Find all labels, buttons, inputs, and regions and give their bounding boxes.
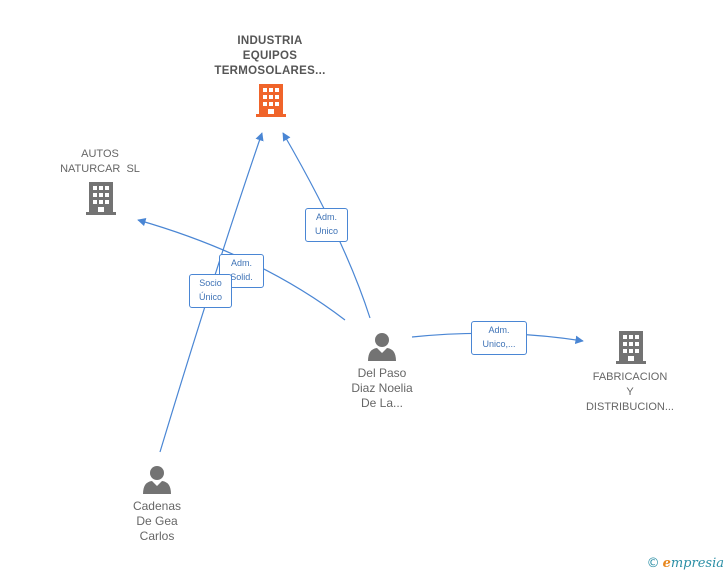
edge-label-adm-unico[interactable]: Adm. Unico [305,208,348,242]
building-icon[interactable] [616,331,646,364]
building-icon[interactable] [256,84,286,117]
label-line: NATURCAR SL [60,163,140,175]
brand-logo: ©empresia [647,556,724,571]
label-line: Diaz Noelia [351,381,413,395]
edge-label-adm-unico-fabricacion[interactable]: Adm. Unico,... [471,321,527,355]
label-line: De Gea [136,514,178,528]
label-line: AUTOS [81,148,119,160]
edge-label-line: Unico [314,226,338,236]
copyright-icon: © [646,556,660,571]
edge-label-line: Socio [199,278,222,288]
label-line: Y [626,386,634,398]
label-line: FABRICACION [592,371,668,383]
label-line: Cadenas [132,499,182,513]
main-company-label[interactable]: INDUSTRIA EQUIPOS TERMOSOLARES... [196,34,344,79]
cadenas-person-label[interactable]: Cadenas De Gea Carlos [107,499,207,544]
autos-company-label[interactable]: AUTOS NATURCAR SL [40,147,160,177]
edge-label-line: Solid. [230,272,253,282]
edge-label-line: Adm. [315,212,337,222]
building-icon[interactable] [86,182,116,215]
label-line: EQUIPOS [242,50,298,62]
person-icon[interactable] [143,466,171,494]
label-line: De La... [360,396,404,410]
brand-name: mpresia [670,556,724,571]
fabricacion-company-label[interactable]: FABRICACION Y DISTRIBUCION... [570,370,690,415]
delpaso-person-label[interactable]: Del Paso Diaz Noelia De La... [332,366,432,411]
edge-label-line: Adm. [230,258,252,268]
label-line: DISTRIBUCION... [585,401,674,413]
label-line: TERMOSOLARES... [214,65,326,77]
label-line: Del Paso [357,366,407,380]
edge-label-line: Único [198,292,222,302]
brand-initial: e [662,556,671,571]
edge-label-line: Adm. [488,325,510,335]
person-icon[interactable] [368,333,396,361]
edge-label-socio-unico[interactable]: Socio Único [189,274,232,308]
label-line: Carlos [139,529,175,543]
label-line: INDUSTRIA [237,35,303,47]
edge-label-line: Unico,... [482,339,516,349]
